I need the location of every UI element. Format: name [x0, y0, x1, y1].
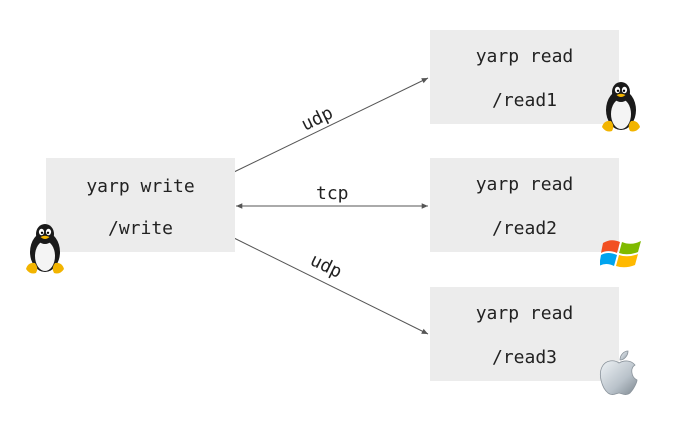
node-port: /read3: [491, 347, 558, 368]
connection-label-udp-1: udp: [298, 102, 336, 135]
node-port: /read1: [491, 90, 558, 111]
node-yarp-read1: yarp read /read1: [430, 30, 619, 124]
linux-tux-icon: [26, 224, 64, 274]
node-port: /read2: [491, 218, 558, 239]
connection-label-tcp: tcp: [316, 183, 349, 204]
node-command: yarp read: [475, 174, 574, 195]
windows-logo-icon: [600, 240, 641, 268]
node-yarp-read3: yarp read /read3: [430, 287, 619, 381]
node-yarp-read2: yarp read /read2: [430, 158, 619, 252]
node-command: yarp read: [475, 46, 574, 67]
node-port: /write: [107, 218, 174, 239]
node-yarp-write: yarp write /write: [46, 158, 235, 252]
connection-udp-read1: [233, 77, 429, 173]
connection-udp-read3: [233, 237, 429, 335]
linux-tux-icon: [602, 82, 640, 132]
node-command: yarp write: [86, 176, 195, 197]
node-command: yarp read: [475, 303, 574, 324]
connection-label-udp-3: udp: [307, 250, 345, 283]
apple-logo-icon: [600, 350, 638, 395]
